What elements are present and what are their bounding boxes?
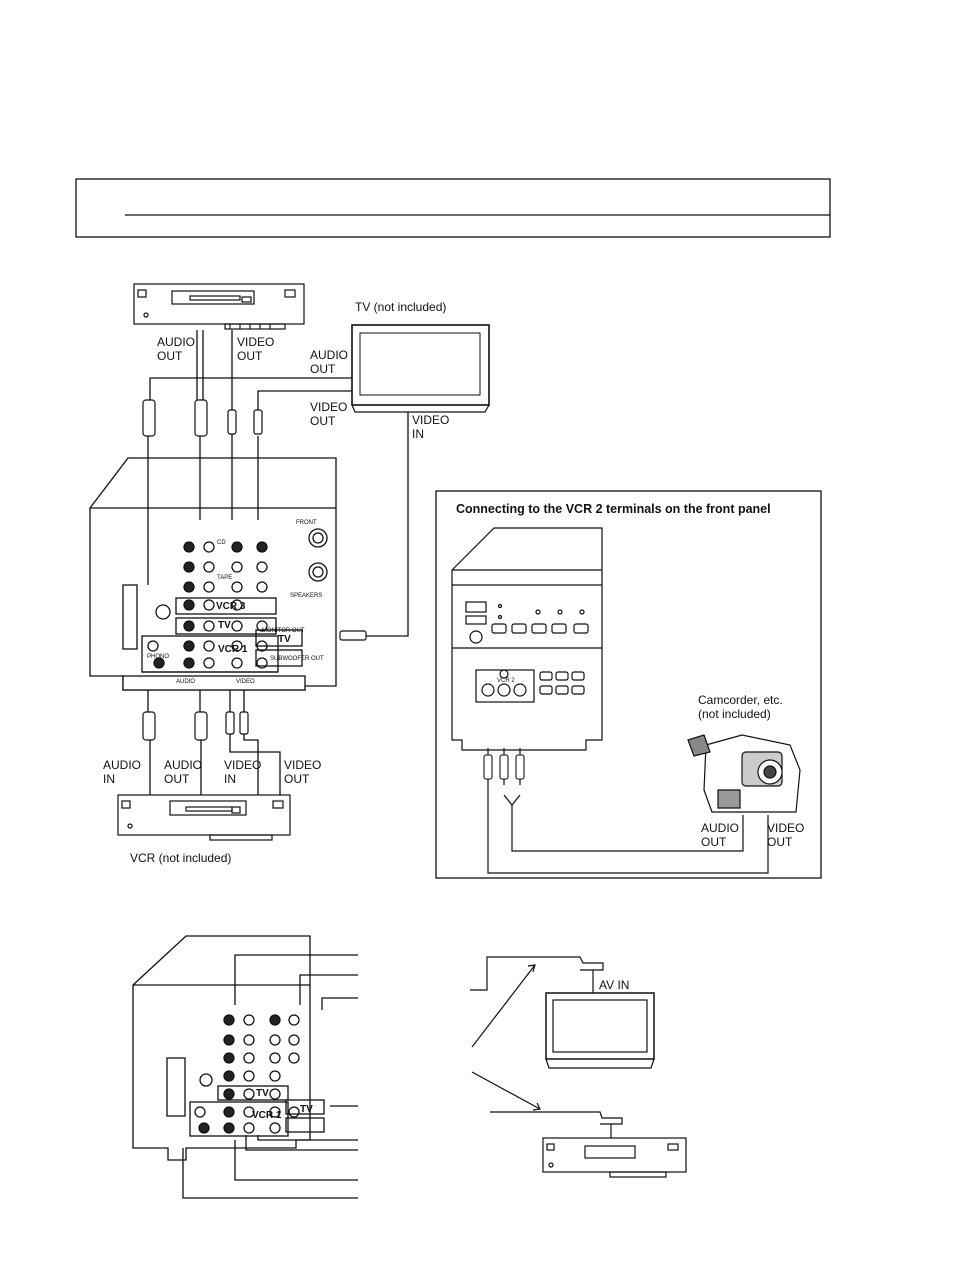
tv-audio-out-2: OUT (310, 362, 336, 376)
tv-audio-out-1: AUDIO (310, 348, 348, 362)
inset-title: Connecting to the VCR 2 terminals on the… (456, 502, 771, 516)
vcr-top-video-out-1: VIDEO (237, 335, 274, 349)
bottom-receiver-labels: TV VCR 1 TV (252, 1088, 313, 1121)
front-panel-inset: Connecting to the VCR 2 terminals on the… (435, 490, 822, 879)
cd-jack-label: CD (217, 540, 226, 546)
monitor-out-label: MONITOR OUT (262, 628, 305, 634)
vcr-top-device (133, 283, 305, 330)
speakers-label: SPEAKERS (290, 593, 322, 599)
monitor-tv-jack-label: TV (278, 634, 291, 645)
vcr2-front-label: VCR 2 (497, 678, 515, 684)
camcorder-label-2: (not included) (698, 707, 771, 721)
vcr-top-video-out-2: OUT (237, 349, 263, 363)
tv-video-in-2: IN (412, 427, 424, 441)
camcorder-device (687, 734, 801, 813)
main-diagram-labels: AUDIO OUT VIDEO OUT AUDIO OUT VIDEO OUT … (103, 335, 449, 786)
subwoofer-label: SUBWOOFER OUT (270, 656, 324, 662)
audio-section-label: AUDIO (176, 679, 195, 685)
av-in-label: AV IN (599, 978, 629, 992)
tv-top-label: TV (not included) (355, 300, 446, 314)
bottom-receiver (132, 935, 358, 1199)
vcr-bottom-audio-in-2: IN (103, 772, 115, 786)
camcorder-label-1: Camcorder, etc. (698, 693, 783, 707)
tape-jack-label: TAPE (217, 575, 232, 581)
vcr-top-audio-out-2: OUT (157, 349, 183, 363)
tv-video-in-1: VIDEO (412, 413, 449, 427)
top-cables (147, 330, 409, 795)
receiver-panel-text: VCR 3 TV VCR 1 TV AUDIO VIDEO CD PHONO T… (147, 520, 324, 685)
tv-top-device (351, 324, 490, 413)
tv-video-out-1: VIDEO (310, 400, 347, 414)
header-box (75, 178, 831, 238)
cam-video-out-2: OUT (767, 835, 793, 849)
front-label: FRONT (296, 520, 317, 526)
vcr-bottom-video-in-1: VIDEO (224, 758, 261, 772)
vcr-bottom-device (117, 794, 291, 841)
vcr-bottom-audio-out-2: OUT (164, 772, 190, 786)
vcr3-jack-label: VCR 3 (216, 601, 246, 612)
vcr-bottom-video-out-2: OUT (284, 772, 310, 786)
vcr-bottom-label: VCR (not included) (130, 851, 231, 865)
vcr-bottom-video-in-2: IN (224, 772, 236, 786)
vcr-top-audio-out-1: AUDIO (157, 335, 195, 349)
cam-audio-out-2: OUT (701, 835, 727, 849)
vcr-bottom-video-out-1: VIDEO (284, 758, 321, 772)
receiver-rear-panel (89, 457, 337, 691)
rca-plugs (142, 399, 367, 741)
vcr1-jack-label: VCR 1 (218, 644, 248, 655)
tv-jack-label: TV (218, 620, 231, 631)
cam-audio-out-1: AUDIO (701, 821, 739, 835)
phono-jack-label: PHONO (147, 654, 169, 660)
tv-video-out-2: OUT (310, 414, 336, 428)
cam-video-out-1: VIDEO (767, 821, 804, 835)
bottom-monitor-tv-label: TV (300, 1104, 313, 1115)
vcr-bottom-audio-out-1: AUDIO (164, 758, 202, 772)
bottom-tv-jack-label: TV (256, 1088, 269, 1099)
vcr-bottom-audio-in-1: AUDIO (103, 758, 141, 772)
bottom-right-tv-vcr (470, 956, 687, 1178)
video-section-label: VIDEO (236, 679, 255, 685)
bottom-vcr1-jack-label: VCR 1 (252, 1110, 282, 1121)
